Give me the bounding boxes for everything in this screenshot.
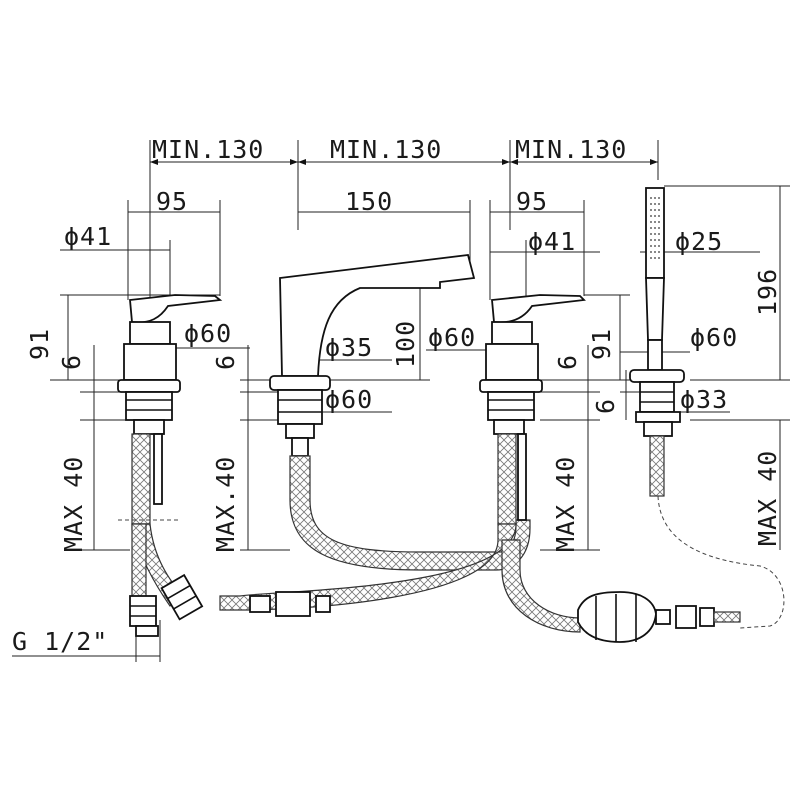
dim-91-left: 91	[25, 328, 54, 360]
dim-max40-shower: MAX 40	[753, 450, 782, 546]
dim-d60-mid: ϕ60	[428, 323, 476, 352]
dim-max40-right: MAX 40	[551, 456, 580, 552]
dim-d35: ϕ35	[325, 333, 373, 362]
dim-min130-left: MIN.130	[152, 135, 264, 164]
diverter-coupling	[577, 591, 741, 643]
dim-150: 150	[345, 187, 393, 216]
dim-95-right: 95	[516, 187, 548, 216]
dim-d60-left: ϕ60	[184, 319, 232, 348]
dim-196: 196	[753, 268, 782, 316]
dim-100: 100	[391, 320, 420, 368]
right-mixer-valve	[219, 294, 586, 633]
dim-6-left: 6	[57, 354, 86, 370]
dim-min130-right: MIN.130	[515, 135, 627, 164]
left-mixer-valve	[117, 294, 223, 637]
dim-d33: ϕ33	[680, 385, 728, 414]
dim-d60-spout: ϕ60	[325, 385, 373, 414]
dim-thread-g12: G 1/2"	[12, 627, 108, 656]
dim-91-right: 91	[587, 328, 616, 360]
dim-d60-right: ϕ60	[690, 323, 738, 352]
dim-d25: ϕ25	[675, 227, 723, 256]
dim-min130-middle: MIN.130	[330, 135, 442, 164]
dim-95-left: 95	[156, 187, 188, 216]
dimension-labels: MIN.130 MIN.130 MIN.130 95 150 95 ϕ41 ϕ4…	[12, 135, 782, 656]
hand-shower	[629, 187, 785, 629]
dim-max40-spout: MAX.40	[211, 456, 240, 552]
dim-6-right: 6	[553, 354, 582, 370]
dim-6-shower: 6	[591, 398, 620, 414]
dim-6-spout: 6	[211, 354, 240, 370]
dim-max40-left: MAX 40	[59, 456, 88, 552]
top-dimensions	[60, 140, 760, 300]
dim-d41-right: ϕ41	[528, 227, 576, 256]
dim-d41-left: ϕ41	[64, 222, 112, 251]
